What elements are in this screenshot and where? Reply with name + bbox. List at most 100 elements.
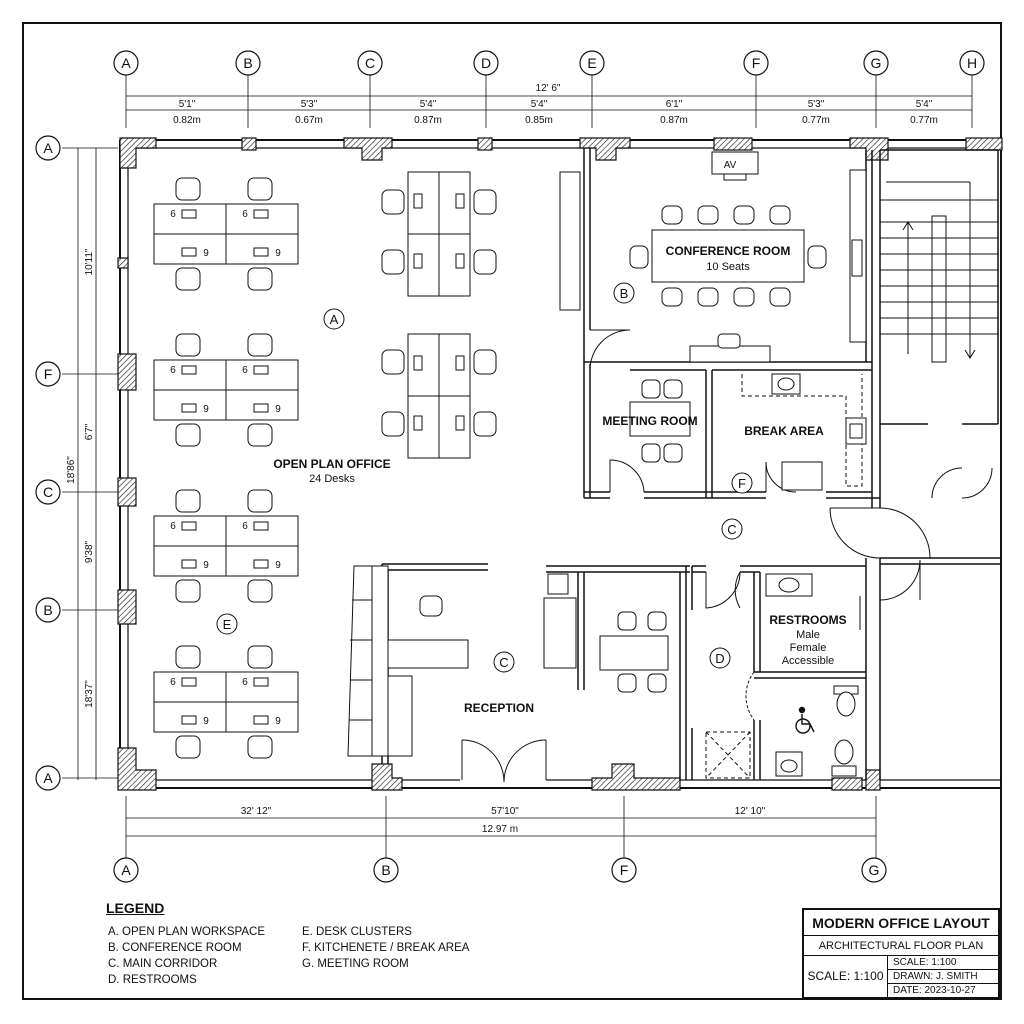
grid-top-8: H xyxy=(967,55,977,71)
break-area-furniture xyxy=(741,373,867,491)
drawing-scale: SCALE: 1:100 xyxy=(888,956,998,970)
bottom-dimensions xyxy=(125,796,877,860)
legend-item: F. KITCHENETE / BREAK AREA xyxy=(302,942,470,954)
grid-top-1: A xyxy=(121,55,131,71)
desk-num-3d: 9 xyxy=(275,560,281,571)
bottom-dim-1: 32' 12" xyxy=(241,806,272,817)
accessible-icon xyxy=(795,706,815,734)
desk-num-4c: 9 xyxy=(203,716,209,727)
legend-item: D. RESTROOMS xyxy=(108,974,197,986)
room-sub-conference: 10 Seats xyxy=(706,261,750,273)
restroom-line-male: Male xyxy=(796,629,820,641)
desk-num-2b: 6 xyxy=(242,365,248,376)
dim-ft-5: 6'1" xyxy=(666,99,683,110)
dim-ft-7: 5'4" xyxy=(916,99,933,110)
dim-m-2: 0.67m xyxy=(295,115,323,126)
zone-tag-c1: C xyxy=(727,522,736,537)
desk-num-1a: 6 xyxy=(170,209,176,220)
grid-top-4: D xyxy=(481,55,491,71)
dim-ft-3: 5'4" xyxy=(420,99,437,110)
legend-item: E. DESK CLUSTERS xyxy=(302,926,412,938)
stairs xyxy=(880,181,998,363)
room-sub-open-plan: 24 Desks xyxy=(309,473,355,485)
legend-column-2: E. DESK CLUSTERS F. KITCHENETE / BREAK A… xyxy=(302,924,469,972)
grid-left-5: A xyxy=(43,770,53,786)
bottom-dim-total: 12.97 m xyxy=(482,824,518,835)
left-dim-4: 18'37" xyxy=(84,680,95,708)
zone-tag-e: E xyxy=(223,617,232,632)
left-dim-1: 10'11" xyxy=(84,248,95,275)
top-dimensions xyxy=(125,75,973,128)
legend-item: C. MAIN CORRIDOR xyxy=(108,958,218,970)
grid-top-3: C xyxy=(365,55,375,71)
desk-num-2c: 9 xyxy=(203,404,209,415)
left-dimensions xyxy=(62,147,118,780)
desk-clusters xyxy=(153,171,497,759)
drawing-subtitle: ARCHITECTURAL FLOOR PLAN xyxy=(804,936,998,956)
room-label-restrooms: RESTROOMS xyxy=(769,613,846,627)
legend-column-1: A. OPEN PLAN WORKSPACE B. CONFERENCE ROO… xyxy=(108,924,265,988)
drawing-scale-main: SCALE: 1:100 xyxy=(804,956,888,997)
legend-item: A. OPEN PLAN WORKSPACE xyxy=(108,926,265,938)
doors xyxy=(461,329,993,783)
left-dim-2: 6'7" xyxy=(84,423,95,440)
desk-num-1d: 9 xyxy=(275,248,281,259)
grid-bottom-4: G xyxy=(869,862,880,878)
dim-m-1: 0.82m xyxy=(173,115,201,126)
dim-ft-2: 5'3" xyxy=(301,99,318,110)
drawing-frame xyxy=(22,22,1002,1000)
grid-bottom-1: A xyxy=(121,862,131,878)
dim-m-5: 0.87m xyxy=(660,115,688,126)
grid-bottom-2: B xyxy=(381,862,390,878)
grid-top-7: G xyxy=(871,55,882,71)
drawing-date: DATE: 2023-10-27 xyxy=(893,985,976,996)
bottom-dim-3: 12' 10" xyxy=(735,806,766,817)
reception-furniture xyxy=(347,565,669,757)
desk-num-4b: 6 xyxy=(242,677,248,688)
left-dim-total: 18'86" xyxy=(66,456,77,484)
drawing-title: MODERN OFFICE LAYOUT xyxy=(804,910,998,936)
desk-num-3b: 6 xyxy=(242,521,248,532)
bottom-dim-2: 57'10" xyxy=(491,806,519,817)
top-dim-labels: 5'1" 0.82m 5'3" 0.67m 5'4" 0.87m 5'4" 0.… xyxy=(173,99,938,126)
zone-tag-b: B xyxy=(620,286,629,301)
room-label-meeting: MEETING ROOM xyxy=(602,414,697,428)
interior-walls xyxy=(381,148,1000,780)
zone-tag-f: F xyxy=(738,476,746,491)
structural-columns xyxy=(117,137,1003,791)
meeting-furniture xyxy=(629,379,691,463)
desk-num-1c: 9 xyxy=(203,248,209,259)
left-dim-3: 9'38" xyxy=(84,540,95,563)
dim-ft-6: 5'3" xyxy=(808,99,825,110)
restroom-line-female: Female xyxy=(790,642,827,654)
legend: LEGEND A. OPEN PLAN WORKSPACE B. CONFERE… xyxy=(106,900,526,990)
room-label-reception: RECEPTION xyxy=(464,701,534,715)
desk-number-labels: 6 6 9 9 6 6 9 9 6 6 9 9 6 6 9 9 xyxy=(170,209,281,727)
conference-furniture xyxy=(559,151,867,363)
restroom-line-accessible: Accessible xyxy=(782,655,835,667)
room-label-open-plan: OPEN PLAN OFFICE xyxy=(273,457,390,471)
grid-top-2: B xyxy=(243,55,252,71)
grid-left-1: A xyxy=(43,140,53,156)
room-label-break: BREAK AREA xyxy=(744,424,824,438)
restroom-fixtures xyxy=(765,573,859,777)
drawn-by: DRAWN: J. SMITH xyxy=(888,970,998,984)
grid-top-5: E xyxy=(587,55,596,71)
legend-item: B. CONFERENCE ROOM xyxy=(108,942,242,954)
desk-num-4d: 9 xyxy=(275,716,281,727)
desk-num-4a: 6 xyxy=(170,677,176,688)
top-total-dim: 12' 6" xyxy=(536,83,561,94)
desk-num-2d: 9 xyxy=(275,404,281,415)
grid-left-4: B xyxy=(43,602,52,618)
grid-left-3: C xyxy=(43,484,53,500)
dim-m-4: 0.85m xyxy=(525,115,553,126)
title-block: MODERN OFFICE LAYOUT ARCHITECTURAL FLOOR… xyxy=(802,908,1000,999)
desk-num-3a: 6 xyxy=(170,521,176,532)
dim-ft-1: 5'1" xyxy=(179,99,196,110)
zone-tag-c2: C xyxy=(499,655,508,670)
desk-num-3c: 9 xyxy=(203,560,209,571)
zone-tag-d: D xyxy=(715,651,724,666)
grid-bottom-3: F xyxy=(620,862,629,878)
desk-num-2a: 6 xyxy=(170,365,176,376)
